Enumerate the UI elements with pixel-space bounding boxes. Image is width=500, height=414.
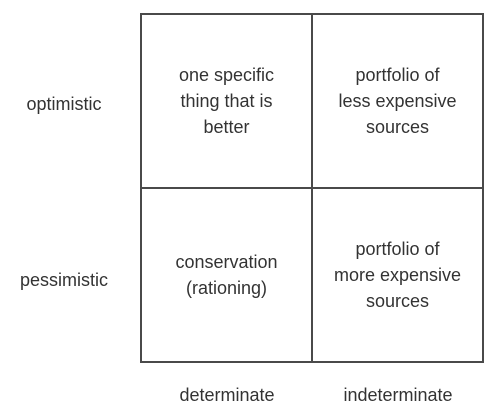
column-label-indeterminate: indeterminate <box>343 385 453 405</box>
row-label-optimistic: optimistic <box>26 94 102 114</box>
cell-pessimistic-determinate: conservation (rationing) <box>175 252 278 298</box>
horizontal-divider <box>140 187 484 189</box>
cell-optimistic-indeterminate: portfolio of less expensive sources <box>338 65 457 137</box>
column-label-determinate: determinate <box>179 385 275 405</box>
cell-pessimistic-indeterminate: portfolio of more expensive sources <box>333 239 462 311</box>
row-label-pessimistic: pessimistic <box>19 270 108 290</box>
cell-optimistic-determinate: one specific thing that is better <box>178 65 275 137</box>
